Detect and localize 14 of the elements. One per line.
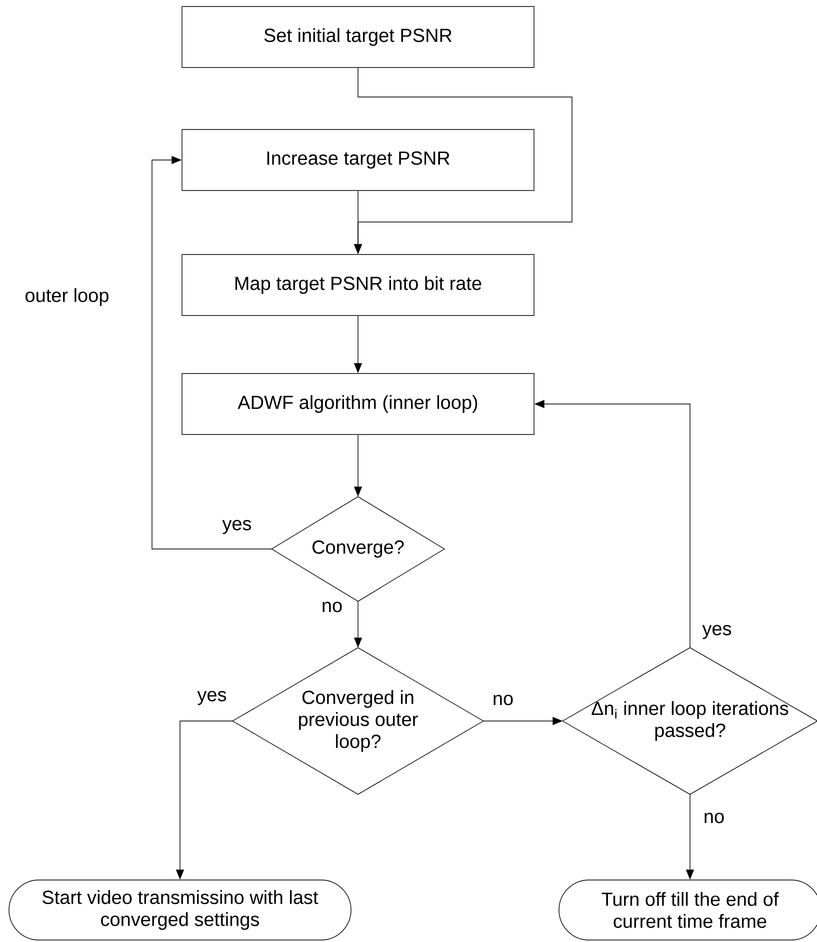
edge-label: no [320, 600, 344, 614]
process-box: Set initial target PSNR [182, 6, 534, 68]
edge-label: yes [196, 690, 228, 706]
edge-label: yes [221, 518, 253, 536]
process-box: ADWF algorithm (inner loop) [182, 373, 534, 435]
terminal-box: Start video transmissino with last converged settings [8, 880, 352, 940]
terminal-box: Turn off till the end of current time frame [558, 880, 817, 940]
edge-label: yes [701, 624, 733, 640]
arrow [152, 156, 272, 550]
process-box: Increase target PSNR [182, 129, 534, 191]
edge-label: no [491, 694, 515, 706]
loop-label: outer loop [26, 288, 108, 306]
process-box: Map target PSNR into bit rate [182, 254, 534, 316]
edge-label: no [702, 812, 726, 824]
